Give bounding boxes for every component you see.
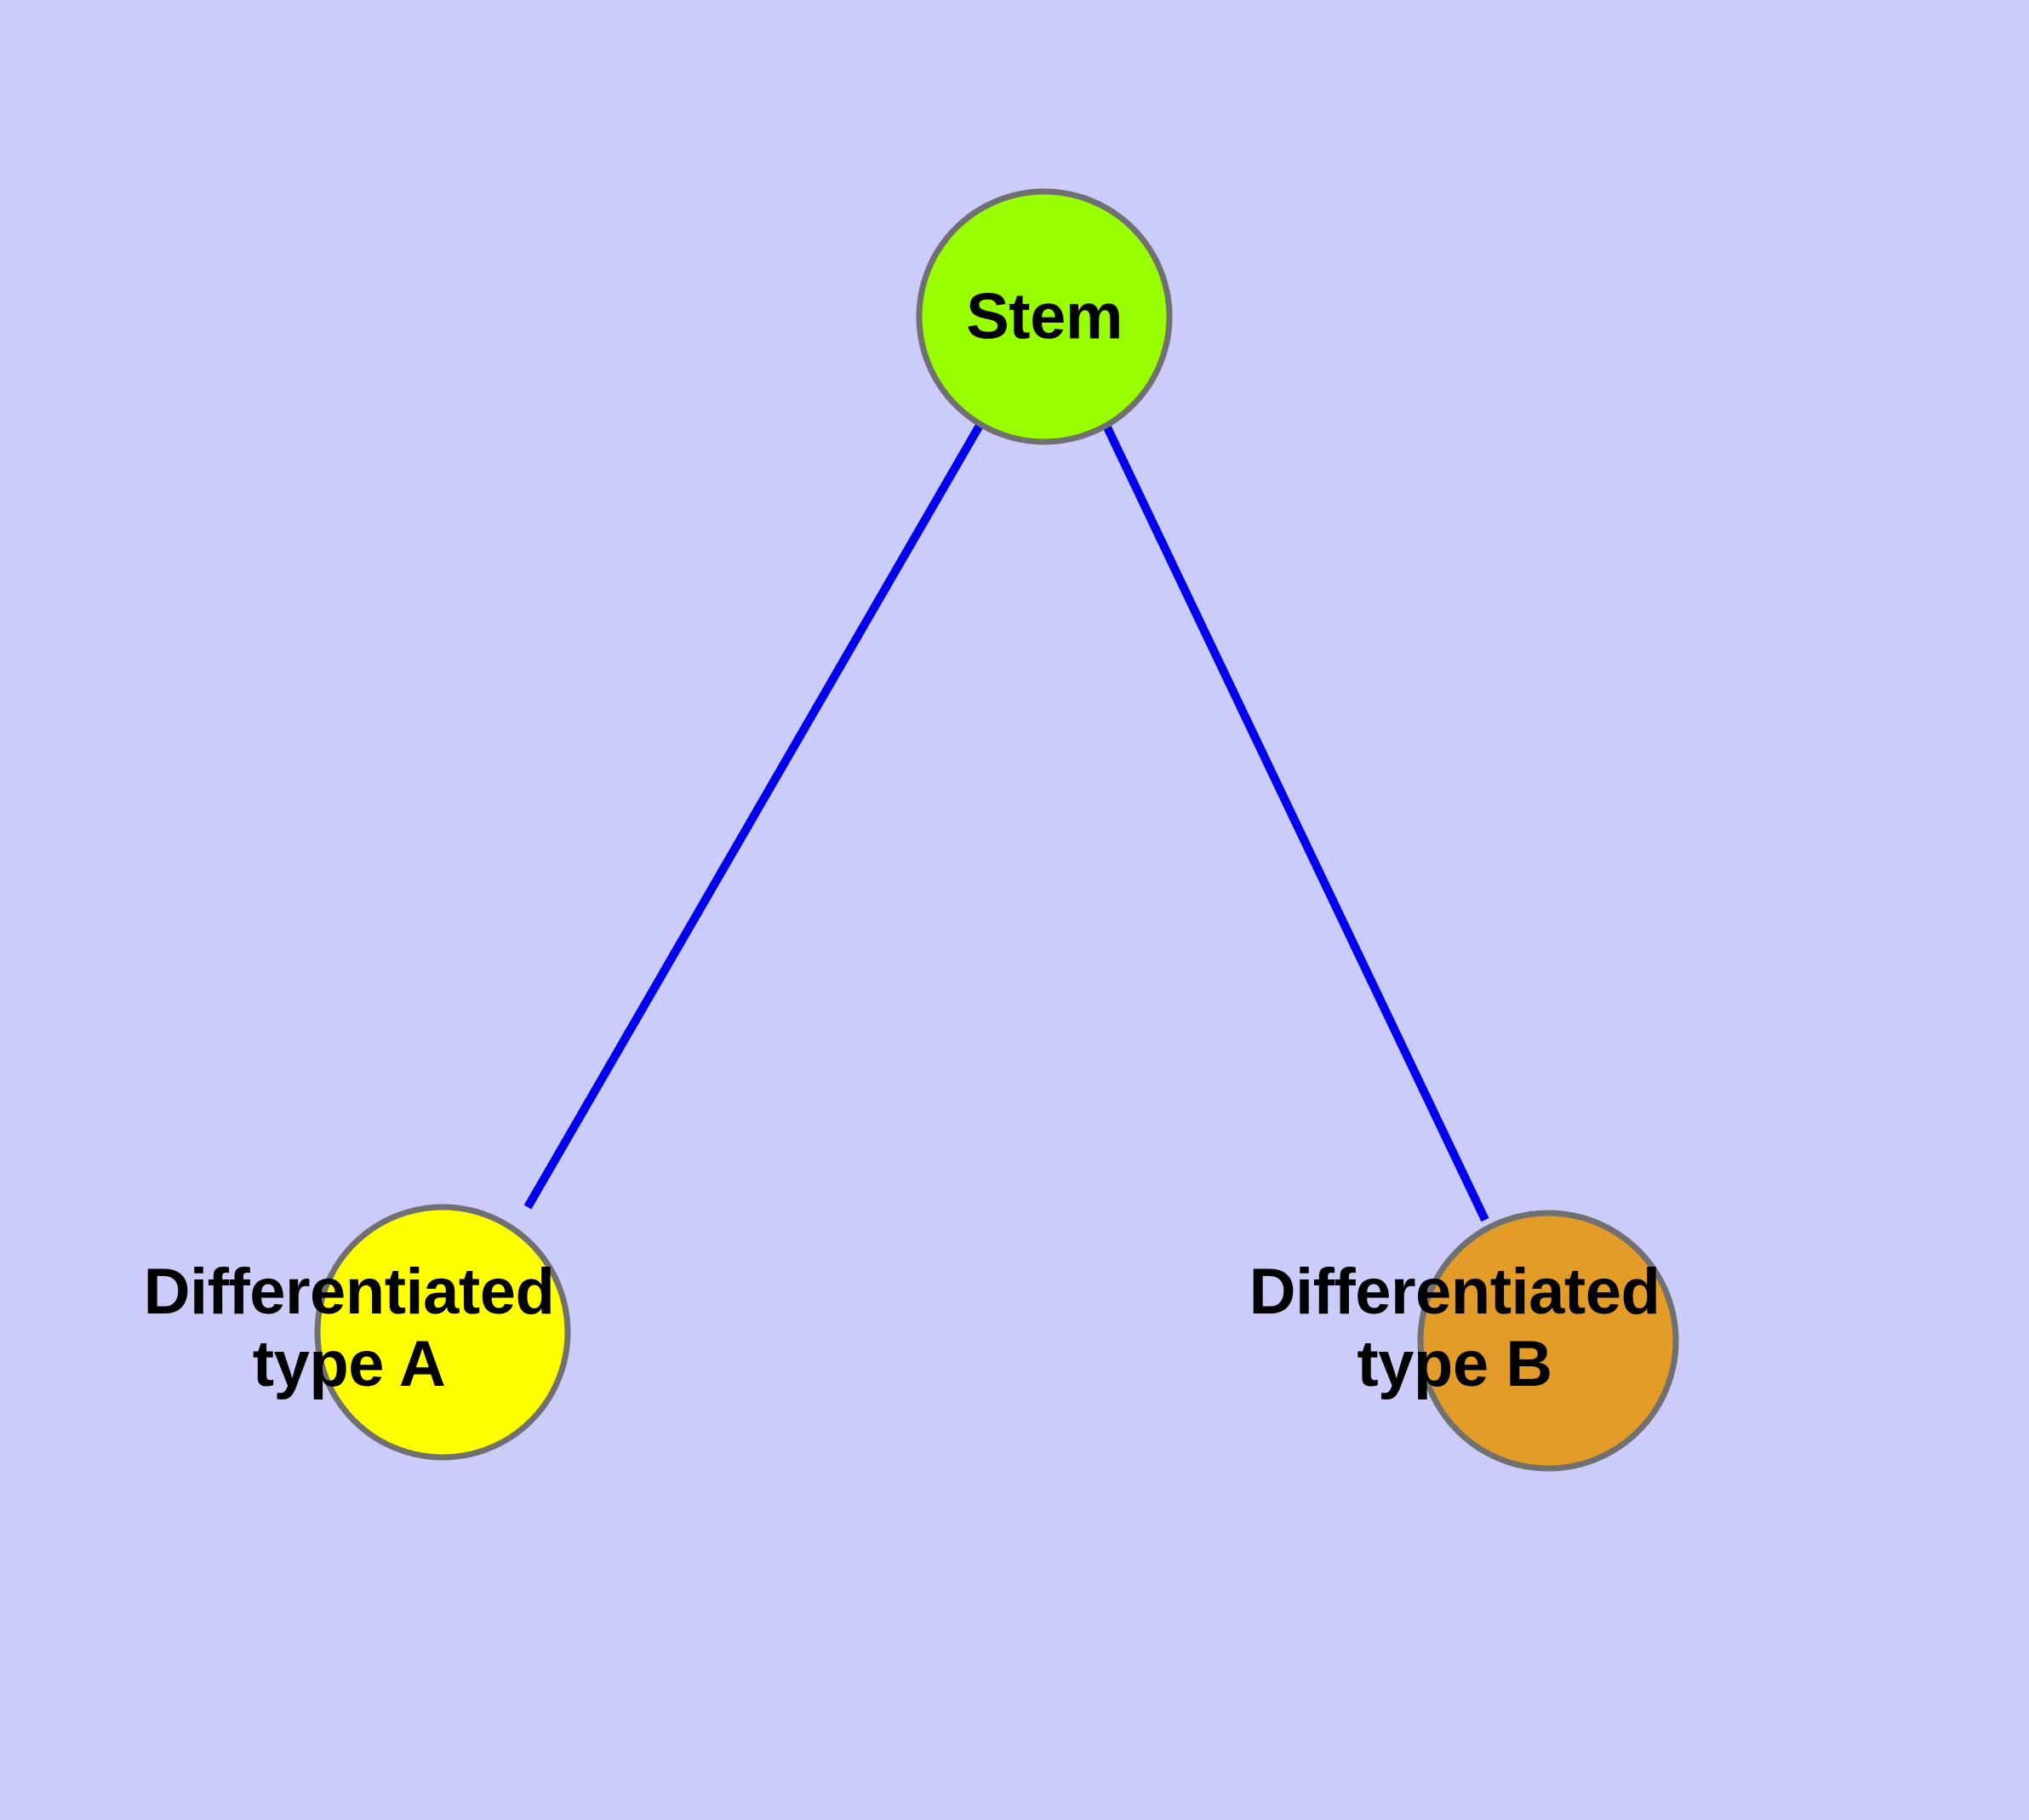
graph-node-diff-type-a[interactable] <box>314 1204 571 1461</box>
graph-node-diff-type-b[interactable] <box>1417 1210 1679 1472</box>
graph-edge[interactable] <box>523 421 985 1210</box>
graph-edge[interactable] <box>1102 423 1489 1222</box>
edges-layer <box>523 421 1489 1222</box>
nodes-layer <box>314 188 1679 1472</box>
graph-node-stem[interactable] <box>916 188 1173 445</box>
